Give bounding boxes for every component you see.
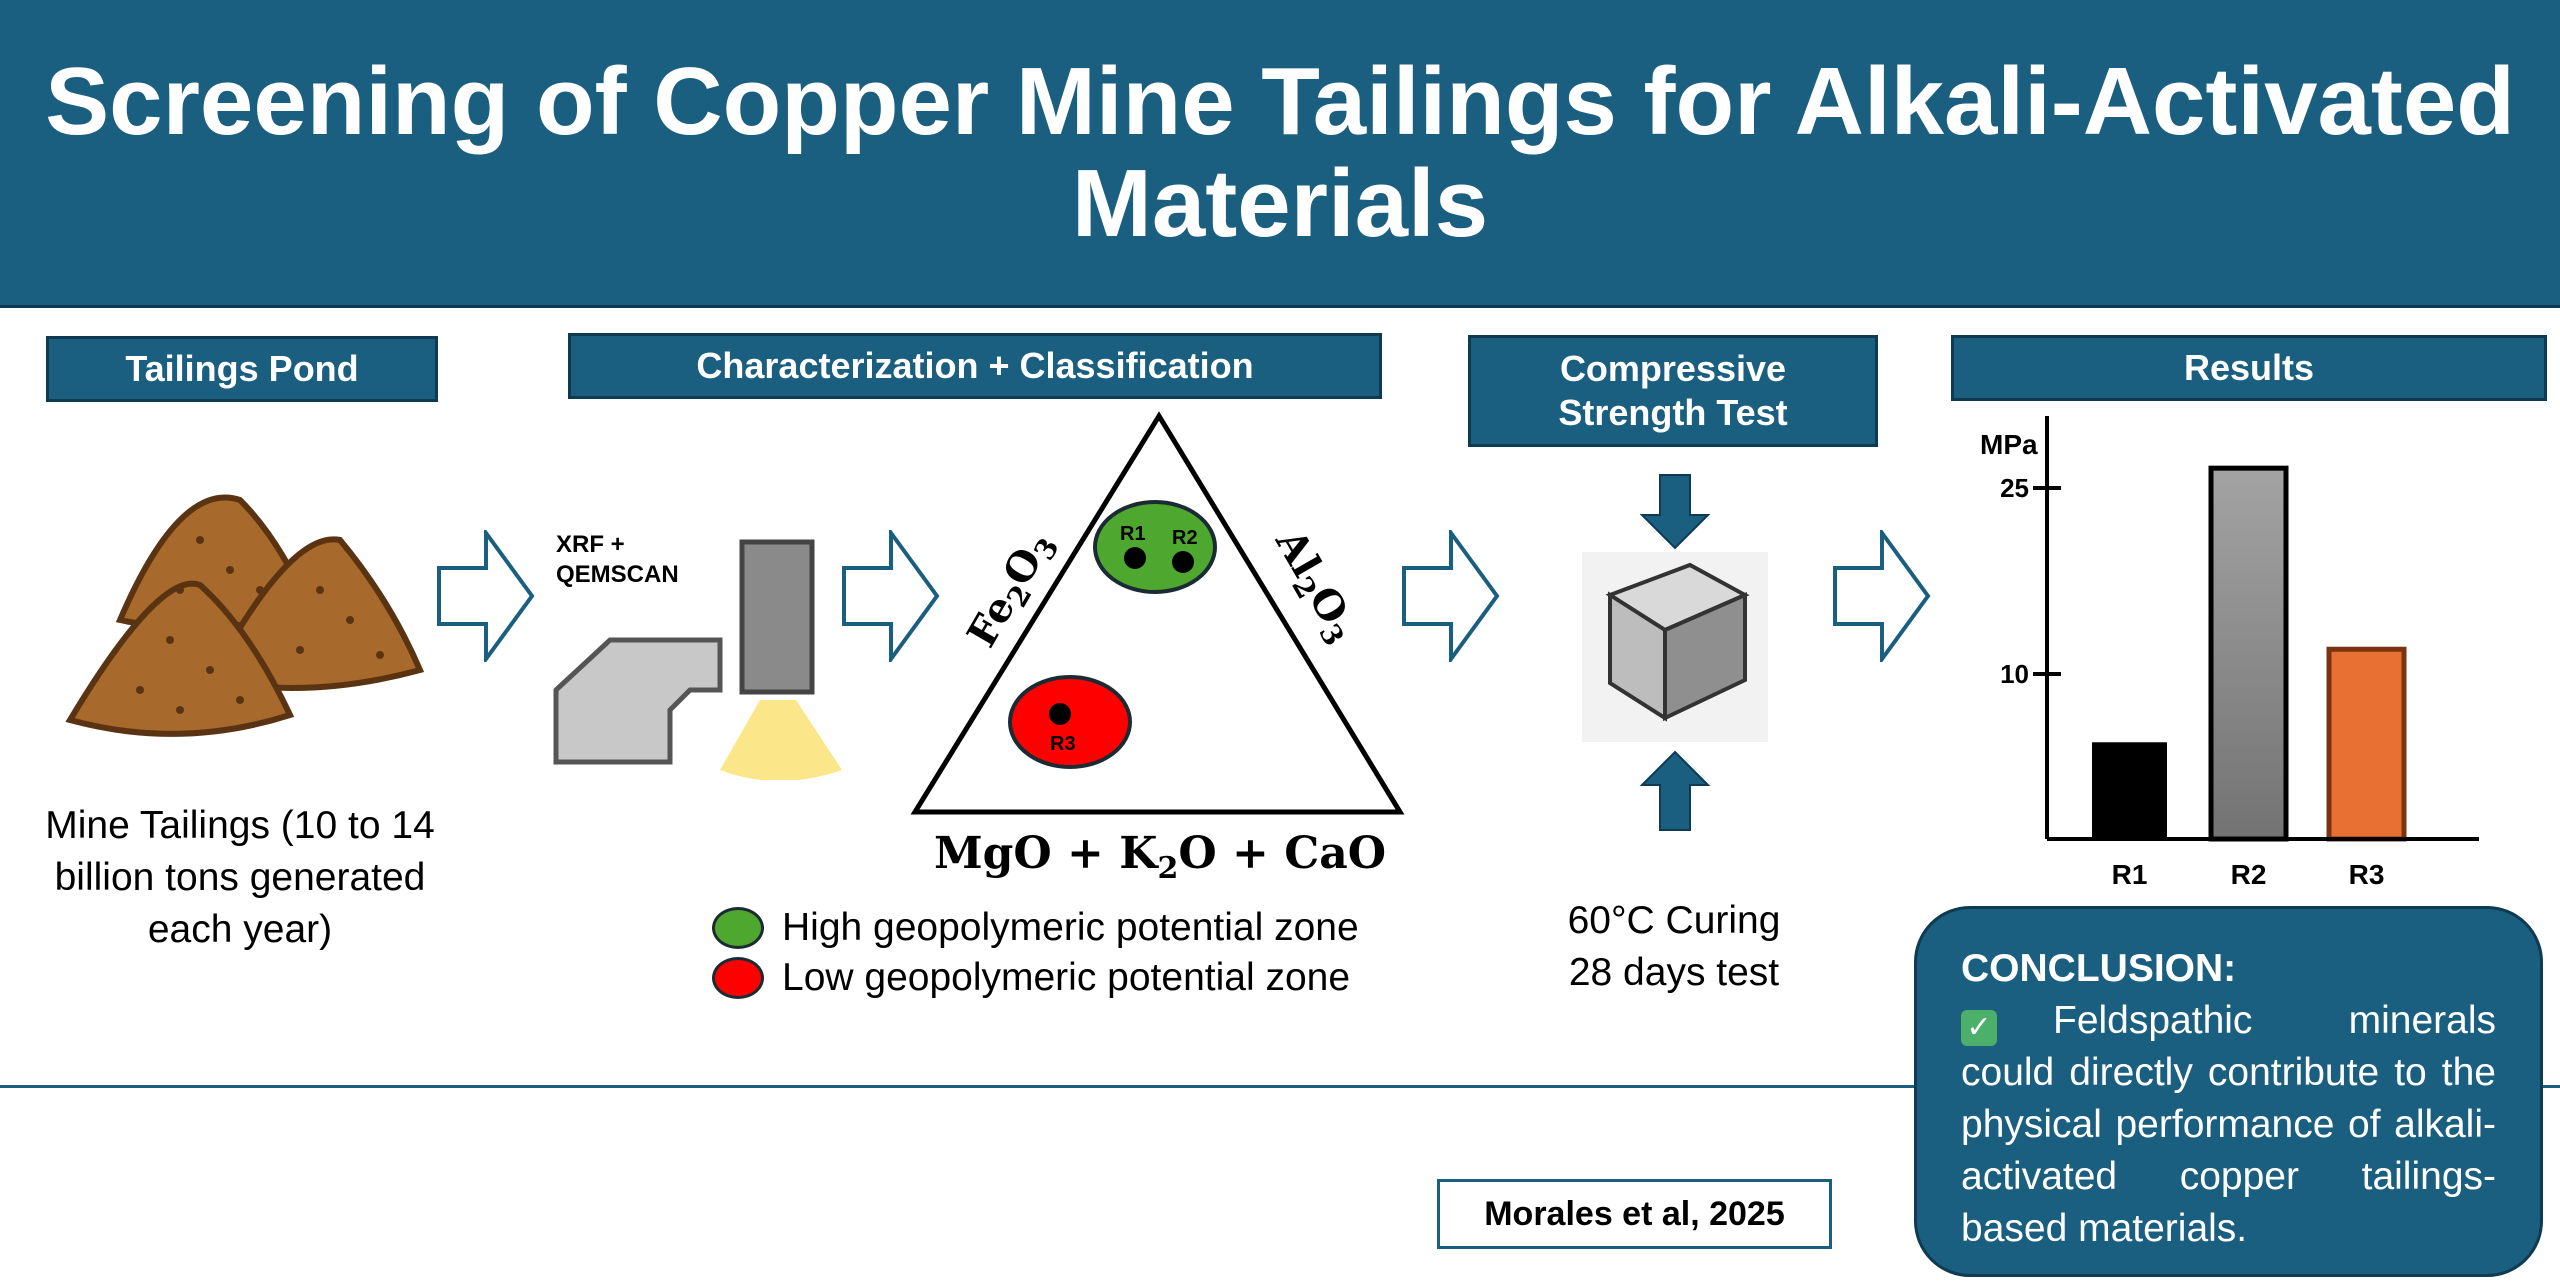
bar-r1 <box>2092 742 2167 839</box>
green-zone-icon <box>712 907 764 949</box>
y-axis-label: MPa <box>1980 429 2038 460</box>
citation-box: Morales et al, 2025 <box>1437 1179 1832 1249</box>
arrow-down-icon <box>1639 474 1711 550</box>
legend-low-label: Low geopolymeric potential zone <box>782 956 1351 999</box>
bar-r2 <box>2208 465 2289 842</box>
tailings-caption: Mine Tailings (10 to 14 billion tons gen… <box>45 804 435 951</box>
section-characterization: Characterization + Classification <box>568 333 1382 399</box>
divider-line <box>0 1085 2560 1088</box>
y-tick-label: 25 <box>2000 473 2029 503</box>
ternary-diagram: R1 R2 R3 Fe2O3 Al2O3 <box>910 411 1405 815</box>
curing-duration: 28 days test <box>1568 951 1780 994</box>
curing-temperature: 60°C Curing <box>1567 899 1781 942</box>
low-potential-zone <box>1008 675 1132 769</box>
xrf-label: XRF + QEMSCAN <box>556 530 679 590</box>
xrf-label-line: XRF + <box>556 531 625 558</box>
compression-test-icon <box>1582 474 1768 831</box>
qemscan-label-line: QEMSCAN <box>556 561 679 588</box>
y-tick-label: 10 <box>2000 659 2029 689</box>
point-r1 <box>1124 547 1146 569</box>
section-results: Results <box>1951 335 2547 401</box>
curing-conditions: 60°C Curing 28 days test <box>1474 895 1874 999</box>
conclusion-text: Feldspathic minerals could directly cont… <box>1961 999 2496 1250</box>
x-tick-label: R2 <box>2231 859 2267 890</box>
arrow-right-icon <box>1833 530 1931 662</box>
point-r3 <box>1049 703 1071 725</box>
arrow-right-icon <box>842 530 940 662</box>
section-tailings-pond: Tailings Pond <box>46 336 438 402</box>
zone-legend: High geopolymeric potential zone Low geo… <box>712 906 1359 1000</box>
conclusion-box: CONCLUSION: ✓Feldspathic minerals could … <box>1914 906 2543 1277</box>
x-tick-label: R3 <box>2349 859 2385 890</box>
bottom-axis-label: MgO + K2O + CaO <box>933 828 1387 886</box>
legend-low: Low geopolymeric potential zone <box>712 956 1359 1000</box>
label-r3: R3 <box>1050 733 1076 755</box>
legend-high: High geopolymeric potential zone <box>712 906 1359 950</box>
x-tick-label: R1 <box>2112 859 2148 890</box>
point-r2 <box>1172 551 1194 573</box>
label-r1: R1 <box>1120 523 1146 545</box>
bar-r3 <box>2326 646 2407 842</box>
section-compressive-strength: Compressive Strength Test <box>1468 335 1878 447</box>
tailings-piles-icon <box>65 494 425 737</box>
arrow-right-icon <box>1402 530 1500 662</box>
legend-high-label: High geopolymeric potential zone <box>782 906 1359 949</box>
conclusion-title: CONCLUSION: <box>1961 947 2237 990</box>
title-banner: Screening of Copper Mine Tailings for Al… <box>0 0 2560 308</box>
arrow-right-icon <box>437 530 535 662</box>
checkmark-icon: ✓ <box>1961 1010 1997 1046</box>
label-r2: R2 <box>1172 527 1198 549</box>
red-zone-icon <box>712 957 764 999</box>
arrow-up-icon <box>1639 750 1711 831</box>
xrf-scanner-icon <box>553 539 842 780</box>
conclusion-body: ✓Feldspathic minerals could directly con… <box>1961 995 2496 1255</box>
page-title: Screening of Copper Mine Tailings for Al… <box>45 47 2515 257</box>
